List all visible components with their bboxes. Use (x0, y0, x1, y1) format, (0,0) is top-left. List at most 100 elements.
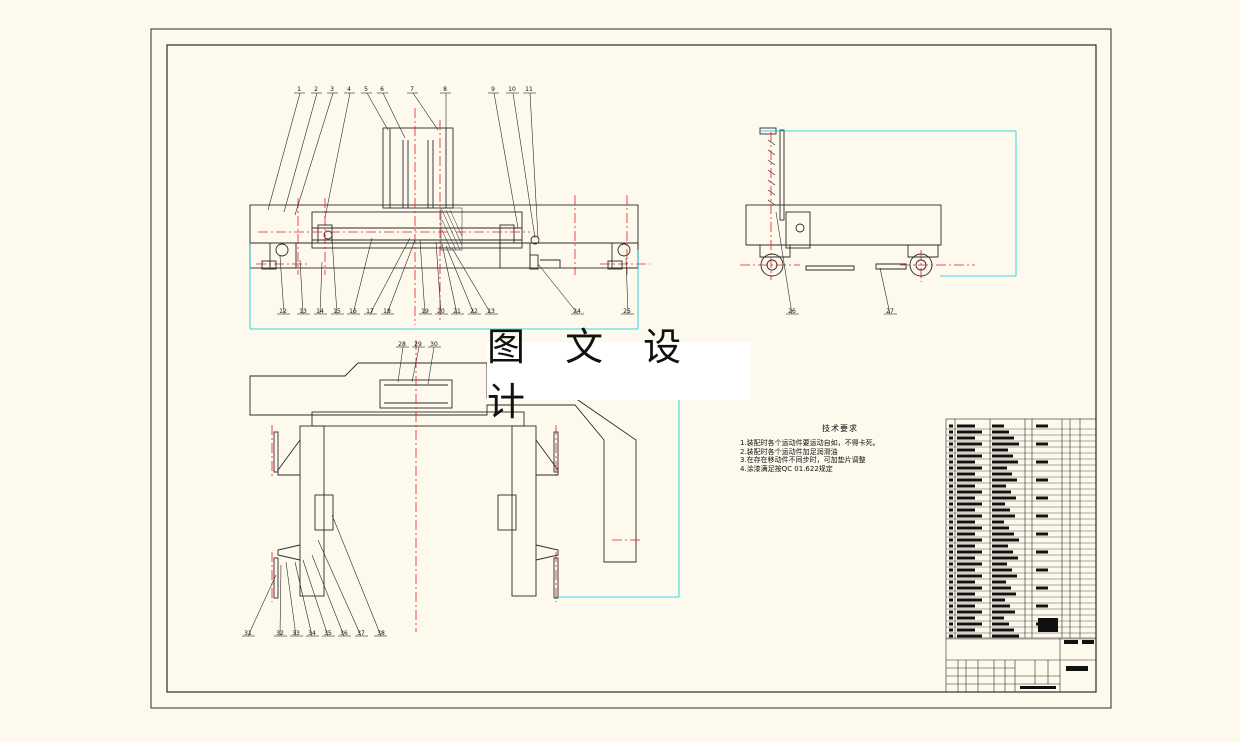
parts-row-text (957, 436, 975, 440)
parts-row-text (992, 526, 1009, 530)
part-callout-38: 38 (377, 630, 385, 637)
parts-row-text (992, 568, 1012, 572)
parts-row-text (992, 604, 1010, 608)
parts-row-text (992, 628, 1014, 632)
technical-note: 3.在存在移动件不同步时，可加垫片调整 (740, 456, 866, 465)
parts-row-text (949, 490, 953, 494)
parts-row-text (992, 496, 1016, 500)
parts-row-text (957, 622, 982, 626)
part-callout-26: 26 (788, 308, 796, 315)
parts-row-text (957, 478, 982, 482)
part-callout-1: 1 (297, 86, 301, 93)
technical-requirements: 技术要求 1.装配时各个运动件要运动自如，不得卡死。 2.装配时各个运动件加足润… (740, 424, 940, 473)
parts-row-text (949, 622, 953, 626)
parts-row-text (1036, 568, 1048, 572)
part-callout-33: 33 (292, 630, 300, 637)
parts-row-text (957, 580, 975, 584)
parts-row-text (949, 532, 953, 536)
parts-row-text (992, 634, 1019, 638)
parts-row-text (949, 580, 953, 584)
parts-row-text (957, 472, 975, 476)
part-callout-7: 7 (410, 86, 414, 93)
parts-row-text (1036, 460, 1048, 464)
part-callout-37: 37 (357, 630, 365, 637)
parts-row-text (957, 598, 982, 602)
parts-row-text (957, 562, 982, 566)
technical-note: 4.涂漆满足按QC 01.622规定 (740, 464, 833, 473)
parts-row-text (949, 442, 953, 446)
parts-row-text (992, 556, 1018, 560)
parts-row-text (949, 424, 953, 428)
part-callout-18: 18 (383, 308, 391, 315)
part-callout-11: 11 (525, 86, 533, 93)
part-callout-35: 35 (324, 630, 332, 637)
parts-row-text (949, 472, 953, 476)
part-callout-19: 19 (421, 308, 429, 315)
parts-row-text (949, 520, 953, 524)
part-callout-28: 28 (398, 341, 406, 348)
parts-row-text (957, 616, 975, 620)
parts-row-text (949, 592, 953, 596)
parts-row-text (992, 508, 1010, 512)
parts-row-text (949, 538, 953, 542)
parts-row-text (992, 466, 1007, 470)
parts-row-text (992, 460, 1018, 464)
parts-row-text (949, 526, 953, 530)
side-view (745, 127, 942, 277)
part-callout-31: 31 (244, 630, 252, 637)
parts-row-text (992, 472, 1012, 476)
parts-row-text (957, 514, 982, 518)
title-block-text (1020, 686, 1056, 689)
parts-row-text (992, 544, 1008, 548)
part-callout-23: 23 (487, 308, 495, 315)
part-callout-10: 10 (508, 86, 516, 93)
part-callout-16: 16 (349, 308, 357, 315)
parts-row-text (949, 514, 953, 518)
part-callout-13: 13 (299, 308, 307, 315)
parts-row-text (957, 442, 982, 446)
parts-row-text (949, 544, 953, 548)
part-callout-27: 27 (886, 308, 894, 315)
parts-row-text (957, 610, 982, 614)
parts-row-text (949, 598, 953, 602)
parts-row-text (949, 448, 953, 452)
parts-row-text (1036, 586, 1048, 590)
parts-row-text (992, 478, 1017, 482)
front-view (249, 127, 639, 270)
parts-row-text (1036, 532, 1048, 536)
title-block-text (1064, 640, 1078, 644)
parts-row-text (949, 430, 953, 434)
technical-requirements-title: 技术要求 (822, 424, 858, 433)
parts-row-text (1036, 424, 1048, 428)
parts-row-text (949, 496, 953, 500)
parts-row-text (957, 502, 982, 506)
parts-row-text (957, 466, 982, 470)
part-callout-36: 36 (340, 630, 348, 637)
part-callout-6: 6 (380, 86, 384, 93)
parts-row-text (957, 448, 975, 452)
parts-row-text (1036, 604, 1048, 608)
part-callout-32: 32 (276, 630, 284, 637)
parts-row-text (992, 520, 1004, 524)
title-block-text (1038, 618, 1058, 632)
title-block-text (1082, 640, 1094, 644)
part-callout-29: 29 (414, 341, 422, 348)
parts-row-text (992, 484, 1006, 488)
part-callout-34: 34 (308, 630, 316, 637)
technical-note: 1.装配时各个运动件要运动自如，不得卡死。 (740, 439, 880, 448)
parts-row-text (949, 508, 953, 512)
parts-row-text (992, 550, 1013, 554)
parts-row-text (957, 490, 982, 494)
parts-row-text (992, 580, 1006, 584)
parts-row-text (992, 436, 1014, 440)
parts-row-text (957, 634, 982, 638)
parts-row-text (957, 628, 975, 632)
parts-row-text (949, 604, 953, 608)
parts-row-text (957, 604, 975, 608)
technical-note: 2.装配时各个运动件加足润滑油 (740, 447, 838, 456)
parts-row-text (992, 622, 1009, 626)
parts-row-text (957, 484, 975, 488)
parts-row-text (949, 454, 953, 458)
parts-row-text (1036, 550, 1048, 554)
part-callout-8: 8 (443, 86, 447, 93)
